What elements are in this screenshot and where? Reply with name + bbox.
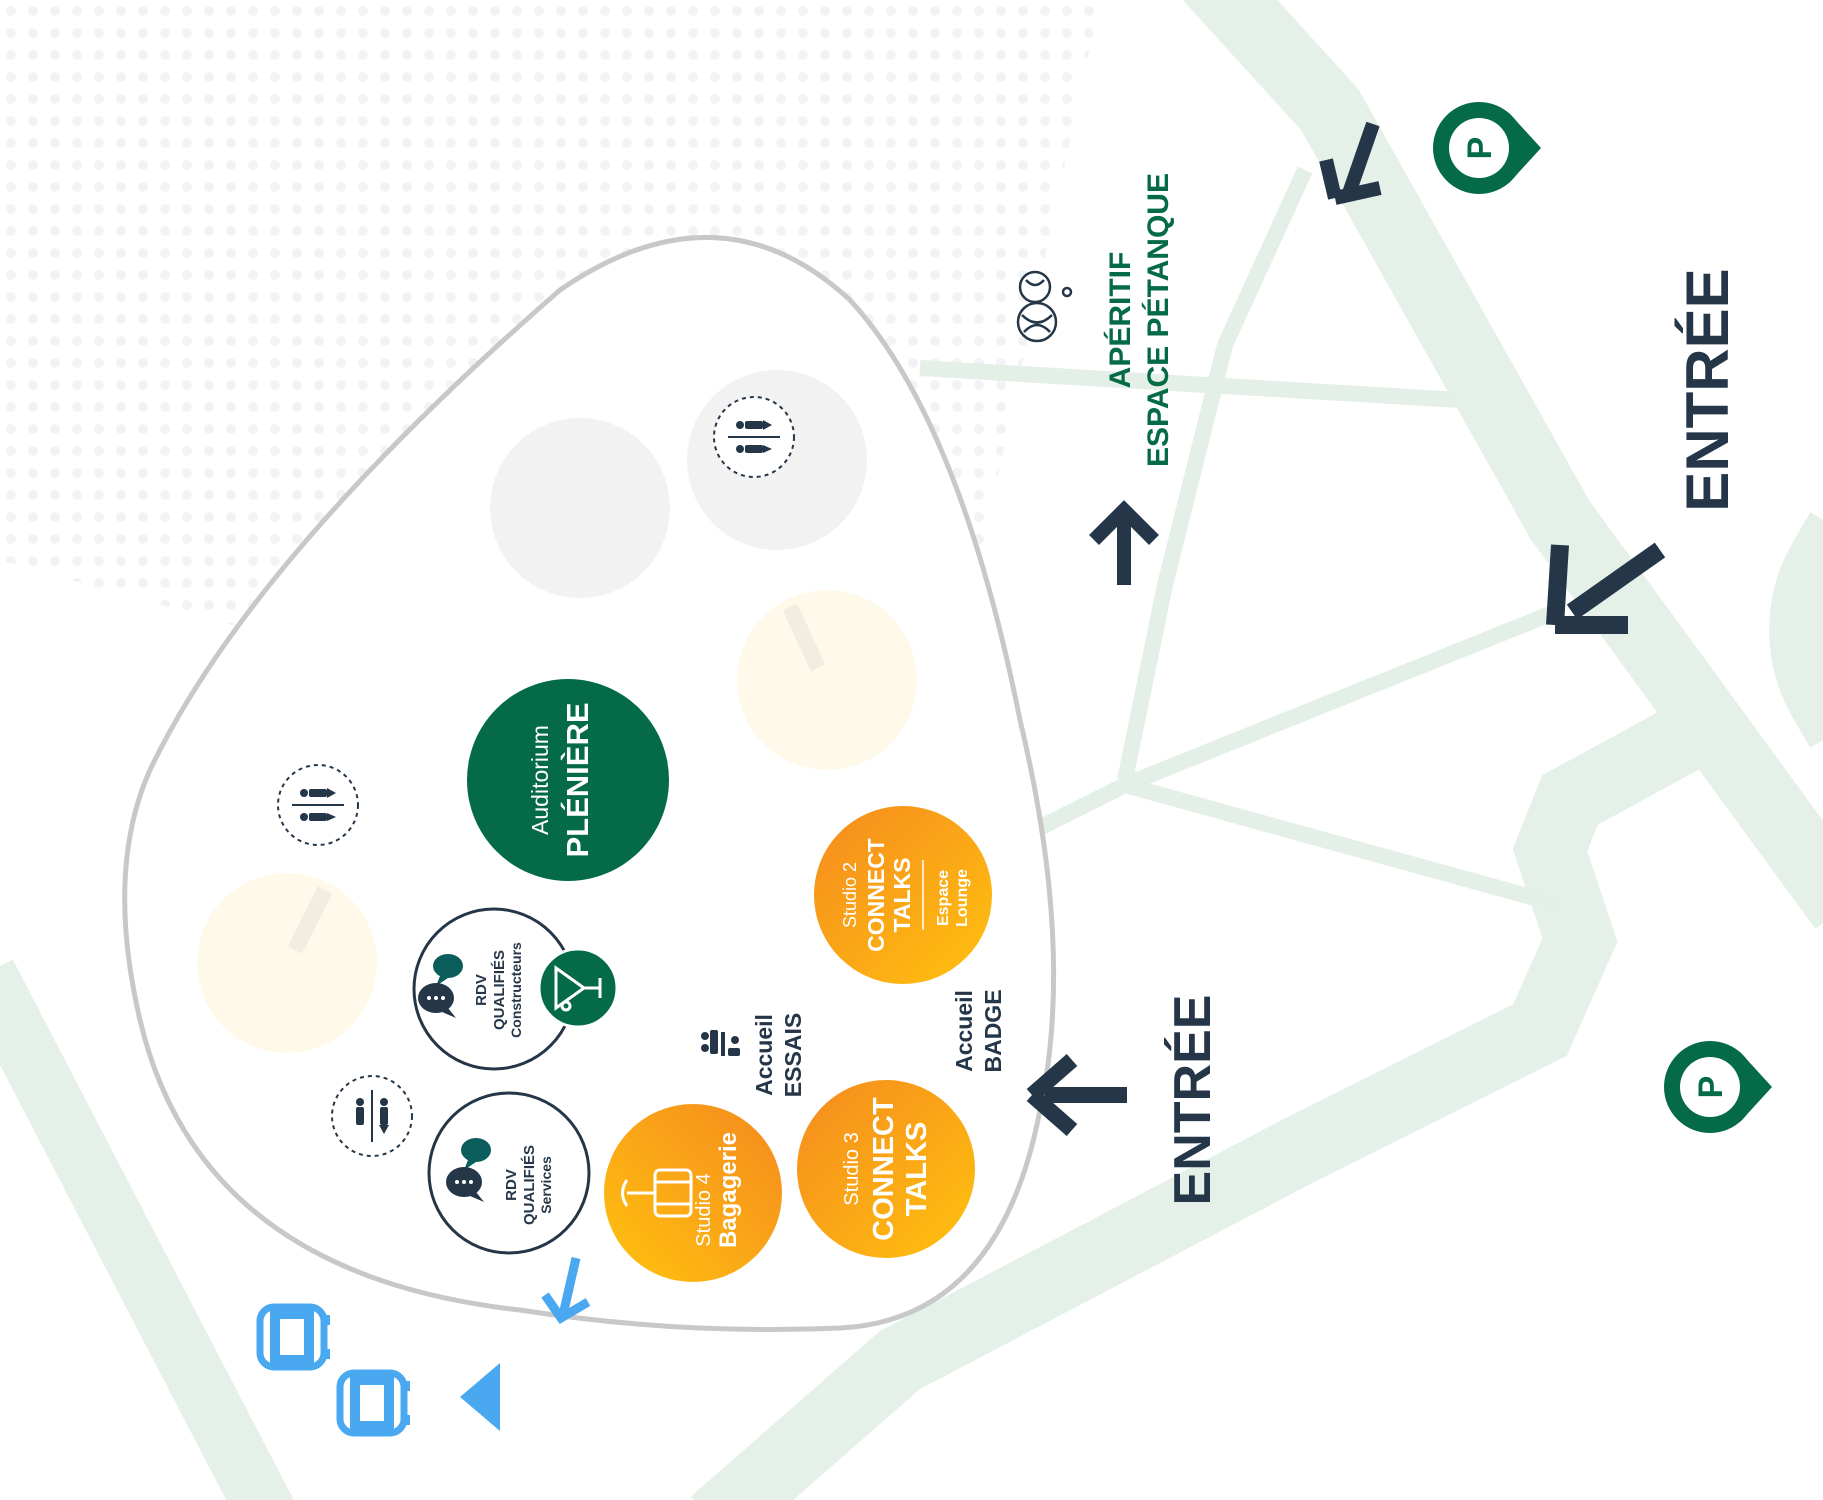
studio3-connect-talks[interactable]: Studio 3 CONNECT TALKS <box>797 1080 975 1258</box>
lounge-label: Lounge <box>954 869 971 927</box>
arrow-top-right <box>1319 121 1382 205</box>
studio2-talks: TALKS <box>889 858 915 933</box>
cocktail-bar <box>537 947 619 1029</box>
restroom-icon <box>356 1090 389 1142</box>
blue-exit-arrow <box>541 1256 591 1325</box>
rdv-c-line2: QUALIFIÉS <box>491 950 508 1030</box>
bagagerie-label: Bagagerie <box>715 1132 742 1248</box>
studio2-connect-talks[interactable]: Studio 2 CONNECT TALKS Espace Lounge <box>814 806 992 984</box>
studio4-label: Studio 4 <box>693 1173 715 1246</box>
cocktail-glass-icon <box>554 965 602 1012</box>
chat-bubbles-icon <box>418 954 463 1018</box>
auditorium-label: Auditorium <box>527 725 553 835</box>
accueil-essais-line2: ESSAIS <box>780 1013 806 1097</box>
rdv-s-line3: Services <box>538 1156 554 1214</box>
rdv-services[interactable]: RDV QUALIFIÉS Services <box>427 1091 591 1255</box>
accueil-badge-line2: BADGE <box>980 989 1006 1072</box>
walkways <box>919 166 1563 913</box>
accueil-badge-line1: Accueil <box>951 990 977 1072</box>
espace-label: Espace <box>935 870 952 926</box>
rdv-constructeurs[interactable]: RDV QUALIFIÉS Constructeurs <box>412 907 576 1071</box>
auditorium-pleniere[interactable]: Auditorium PLÉNIÈRE <box>467 679 669 881</box>
parking-label: P <box>1692 1076 1730 1099</box>
espace-petanque-label: ESPACE PÉTANQUE <box>1141 173 1175 467</box>
accueil-essais-line1: Accueil <box>751 1014 777 1096</box>
meeting-people-icon <box>701 1030 740 1056</box>
aperitif-up-arrow <box>1089 500 1159 585</box>
restroom-bottom <box>331 1075 413 1157</box>
rdv-c-line1: RDV <box>473 974 490 1006</box>
studio4-bagagerie[interactable]: Studio 4 Bagagerie <box>604 1104 782 1282</box>
parking-pin-icon: P <box>1433 102 1541 194</box>
studio2-connect: CONNECT <box>863 838 889 952</box>
restroom-icon <box>292 788 344 821</box>
car-icon <box>336 1369 410 1437</box>
entree-right-label: ENTRÉE <box>1674 268 1741 511</box>
rdv-s-line1: RDV <box>503 1169 520 1201</box>
rdv-c-line3: Constructeurs <box>508 942 524 1038</box>
blue-triangle-icon <box>460 1363 500 1431</box>
restroom-top <box>713 396 795 478</box>
entree-center-arrow <box>1026 1053 1127 1137</box>
petanque-balls-icon <box>1016 270 1073 343</box>
entree-center-label: ENTRÉE <box>1164 995 1222 1206</box>
restroom-icon <box>728 420 780 453</box>
car-icon <box>256 1303 330 1371</box>
studio2-label: Studio 2 <box>840 862 860 928</box>
chat-bubbles-icon <box>446 1138 491 1202</box>
luggage-icon <box>621 1168 693 1218</box>
studio3-connect: CONNECT <box>868 1097 900 1241</box>
parking-pin-icon: P <box>1664 1041 1772 1133</box>
aperitif-label: APÉRITIF <box>1103 252 1137 389</box>
studio3-talks: TALKS <box>901 1122 933 1217</box>
studio3-label: Studio 3 <box>841 1132 863 1205</box>
parking-label: P <box>1461 137 1499 160</box>
restroom-left <box>277 764 359 846</box>
entree-right-arrow <box>1546 542 1666 634</box>
rdv-s-line2: QUALIFIÉS <box>521 1145 538 1225</box>
pleniere-label: PLÉNIÈRE <box>560 702 595 857</box>
